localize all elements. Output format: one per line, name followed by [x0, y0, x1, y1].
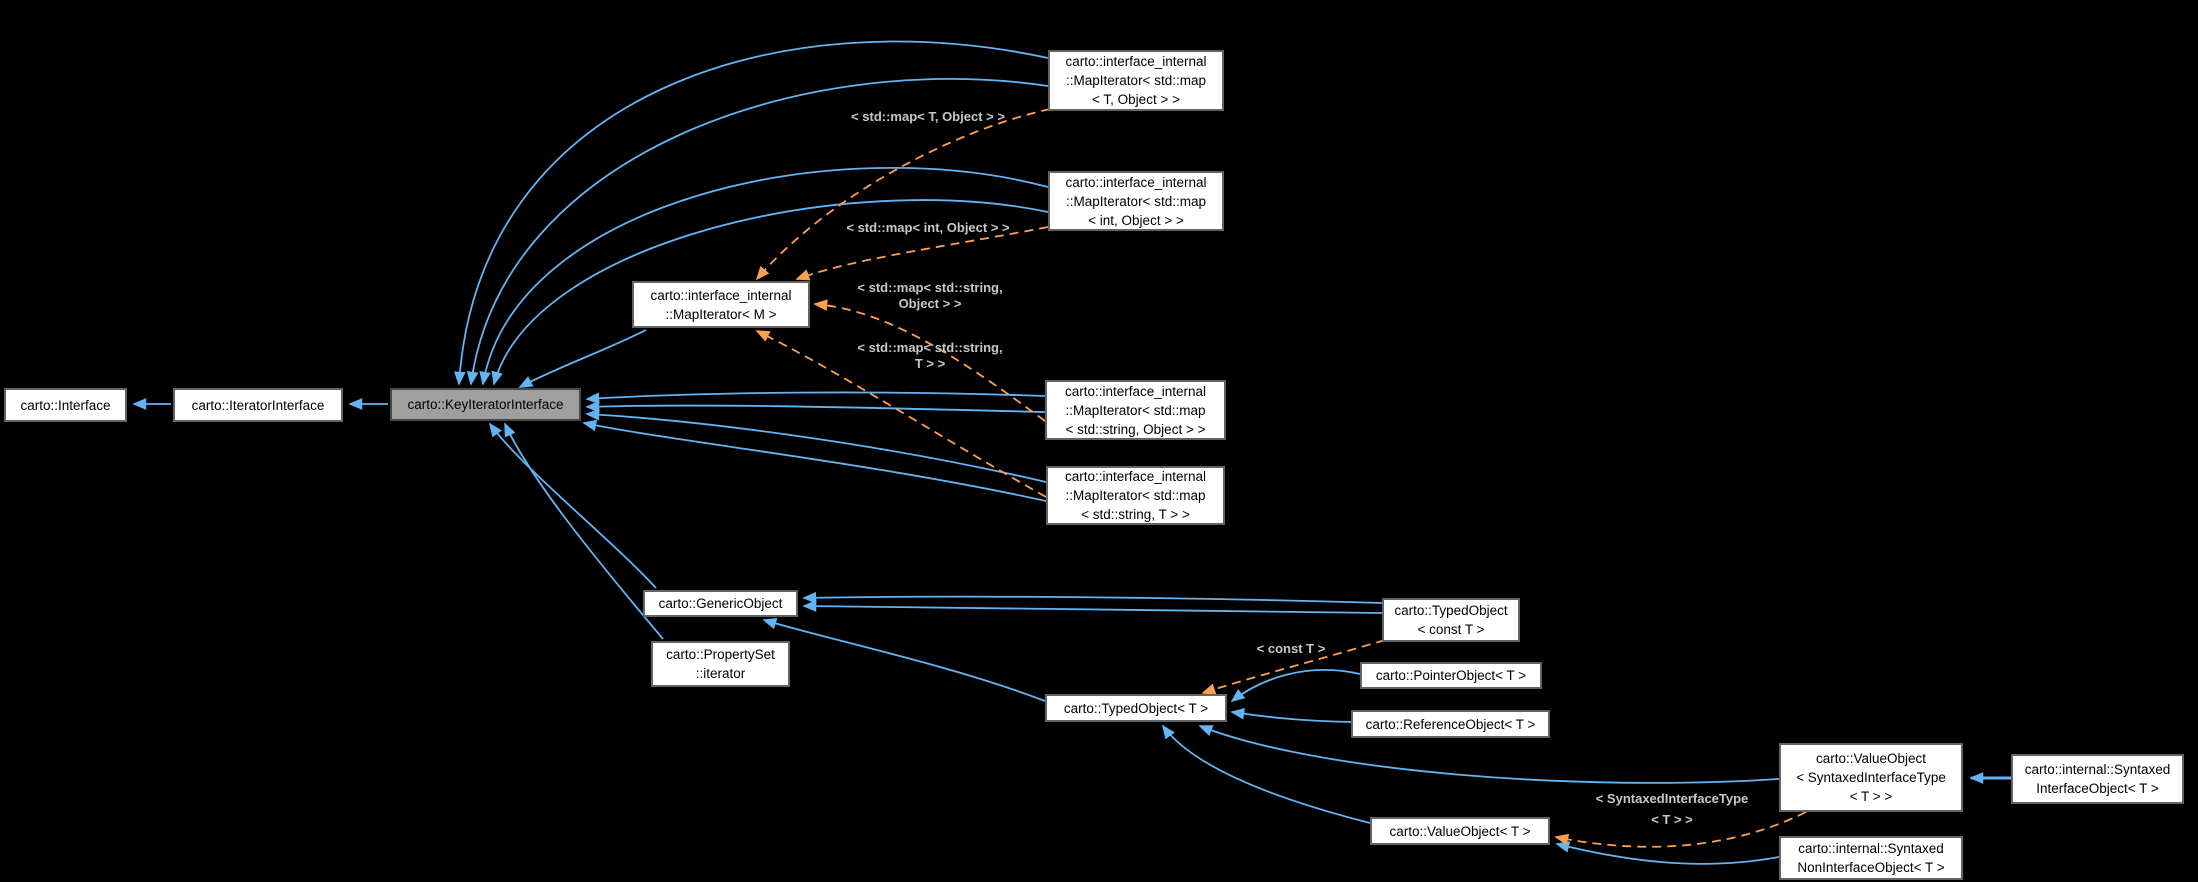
edge-propertyset-iterator-to-keyiterator — [504, 422, 664, 640]
node-typed-object-const-t[interactable]: carto::TypedObject < const T > — [1382, 598, 1520, 642]
node-pointer-object[interactable]: carto::PointerObject< T > — [1360, 662, 1542, 689]
edge-syntaxednoninterfaceobject-to-valueobject-t — [1555, 841, 1780, 865]
edge-mapiterator-string-t-to-keyiterator-1 — [585, 408, 1047, 483]
node-mapiterator-string-object[interactable]: carto::interface_internal ::MapIterator<… — [1045, 380, 1226, 440]
edge-mapiterator-t-object-to-keyiterator-1 — [453, 40, 1049, 386]
node-label: carto::Interface — [20, 397, 111, 413]
node-mapiterator-int-object[interactable]: carto::interface_internal ::MapIterator<… — [1048, 171, 1224, 231]
edge-typedobject-t-to-genericobject — [762, 617, 1046, 702]
edge-mapiterator-string-object-to-keyiterator-2 — [585, 400, 1046, 413]
node-label: ::MapIterator< std::map — [1066, 73, 1206, 88]
edge-mapiterator-int-object-to-keyiterator-2 — [491, 199, 1049, 386]
edge-label-t-object: < std::map< T, Object > > — [851, 109, 1005, 124]
edge-mapiterator-int-object-to-keyiterator-1 — [479, 167, 1049, 386]
edge-label-int-object: < std::map< int, Object > > — [846, 220, 1010, 235]
node-propertyset-iterator[interactable]: carto::PropertySet ::iterator — [651, 641, 790, 687]
edge-template-sit-to-valueobject-t — [1554, 811, 1807, 848]
node-label: carto::ValueObject — [1815, 751, 1927, 766]
node-label: carto::interface_internal — [1064, 383, 1207, 399]
node-mapiterator-t-object[interactable]: carto::interface_internal ::MapIterator<… — [1048, 50, 1224, 111]
node-label: carto::interface_internal — [1064, 469, 1207, 484]
node-label: ::MapIterator< std::map — [1066, 193, 1206, 209]
node-label: InterfaceObject< T > — [2036, 781, 2159, 796]
node-label: ::iterator — [695, 666, 746, 681]
node-carto-interface[interactable]: carto::Interface — [4, 388, 127, 422]
edge-template-int-object-to-mapiterator-m — [795, 226, 1049, 281]
edge-label-string-t: < std::map< std::string, T > > — [857, 340, 1003, 371]
node-label: carto::TypedObject< T > — [1063, 700, 1209, 716]
node-value-object-t[interactable]: carto::ValueObject< T > — [1370, 817, 1550, 845]
node-label: carto::PropertySet — [666, 647, 775, 662]
edge-mapiterator-string-object-to-keyiterator-1 — [585, 391, 1046, 405]
node-label: carto::interface_internal — [1065, 174, 1207, 190]
edge-typedobject-const-t-to-genericobject-2 — [802, 600, 1383, 614]
node-label: < T > > — [1849, 789, 1893, 804]
node-label: < std::string, T > > — [1081, 507, 1190, 522]
edge-genericobject-to-keyiterator — [488, 422, 657, 589]
node-label: NonInterfaceObject< T > — [1797, 860, 1945, 875]
node-label: ::MapIterator< std::map — [1065, 402, 1206, 418]
edge-template-t-object-to-mapiterator-m — [755, 108, 1051, 281]
edge-valueobject-t-to-typedobject-t — [1161, 724, 1371, 824]
edge-mapiterator-string-t-to-keyiterator-2 — [582, 419, 1047, 502]
node-label: < int, Object > > — [1088, 212, 1184, 228]
node-value-object-syntaxed-interface-type[interactable]: carto::ValueObject < SyntaxedInterfaceTy… — [1779, 743, 1963, 812]
node-label: ::MapIterator< std::map — [1065, 488, 1206, 503]
edge-template-const-t-to-typedobject-t — [1201, 639, 1386, 695]
node-carto-key-iterator-interface[interactable]: carto::KeyIteratorInterface — [390, 388, 581, 421]
node-label: carto::ValueObject< T > — [1389, 823, 1531, 839]
node-label: < SyntaxedInterfaceType — [1796, 770, 1946, 785]
node-reference-object[interactable]: carto::ReferenceObject< T > — [1351, 710, 1550, 738]
edge-pointerobject-to-typedobject-t — [1230, 669, 1361, 703]
node-label: carto::interface_internal — [650, 287, 792, 303]
edge-valueobject-sit-to-typedobject-t — [1198, 725, 1780, 784]
node-label: carto::IteratorInterface — [191, 397, 325, 413]
edge-template-string-t-to-mapiterator-m — [755, 330, 1047, 498]
node-syntaxed-non-interface-object[interactable]: carto::internal::Syntaxed NonInterfaceOb… — [1779, 836, 1963, 880]
node-label: carto::TypedObject — [1394, 603, 1508, 618]
edge-label-const-t: < const T > — [1256, 641, 1326, 656]
node-label: < T, Object > > — [1092, 92, 1180, 107]
edge-label-string-object: < std::map< std::string, Object > > — [857, 280, 1003, 311]
node-label: carto::ReferenceObject< T > — [1365, 716, 1536, 732]
node-typed-object-t[interactable]: carto::TypedObject< T > — [1045, 694, 1227, 722]
node-label: carto::GenericObject — [658, 596, 783, 611]
node-label: ::MapIterator< M > — [665, 306, 777, 322]
edge-typedobject-const-t-to-genericobject-1 — [802, 591, 1383, 604]
node-mapiterator-string-t[interactable]: carto::interface_internal ::MapIterator<… — [1046, 466, 1225, 525]
edge-referenceobject-to-typedobject-t — [1230, 708, 1352, 723]
edge-mapiterator-t-object-to-keyiterator-2 — [466, 78, 1049, 386]
node-mapiterator-m[interactable]: carto::interface_internal ::MapIterator<… — [632, 281, 810, 328]
node-label: carto::internal::Syntaxed — [2024, 762, 2171, 777]
node-label: carto::KeyIteratorInterface — [407, 397, 564, 412]
node-label: carto::interface_internal — [1065, 54, 1207, 69]
node-label: < std::string, Object > > — [1065, 421, 1206, 437]
node-label: carto::internal::Syntaxed — [1798, 841, 1944, 856]
node-syntaxed-interface-object[interactable]: carto::internal::Syntaxed InterfaceObjec… — [2011, 754, 2184, 804]
node-label: carto::PointerObject< T > — [1375, 668, 1527, 683]
edge-label-syntaxed-interface-type: < SyntaxedInterfaceType < T > > — [1595, 791, 1749, 827]
node-label: < const T > — [1417, 622, 1485, 637]
node-carto-iterator-interface[interactable]: carto::IteratorInterface — [173, 388, 343, 422]
edge-mapiterator-m-to-keyiterator — [518, 329, 647, 388]
node-generic-object[interactable]: carto::GenericObject — [643, 590, 798, 617]
